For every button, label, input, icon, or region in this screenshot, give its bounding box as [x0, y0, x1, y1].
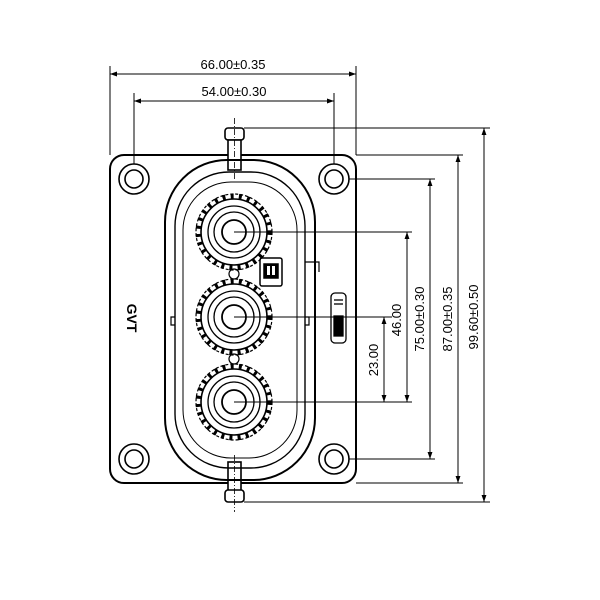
- brand-mark: GVT: [124, 304, 140, 333]
- dim-plate-height: 87.00±0.35: [440, 287, 455, 352]
- bottom-spigot: [224, 455, 245, 512]
- dim-hole-spacing-x: 54.00±0.30: [202, 84, 267, 99]
- dim-pitch-46: 46.00: [389, 304, 404, 337]
- dimension-lines: [110, 71, 487, 502]
- dim-pitch-23: 23.00: [366, 344, 381, 377]
- center-lines: [234, 231, 412, 403]
- mounting-hole-bottom-left: [118, 443, 150, 475]
- dim-overall-height: 99.60±0.50: [466, 285, 481, 350]
- mounting-plate: [109, 154, 357, 484]
- dim-hole-spacing-y: 75.00±0.30: [412, 287, 427, 352]
- extension-lines-vertical: [244, 127, 490, 503]
- dim-overall-width: 66.00±0.35: [201, 57, 266, 72]
- small-connector-block: [259, 257, 283, 287]
- terminal-spacers: [228, 268, 240, 365]
- mounting-hole-top-left: [118, 163, 150, 195]
- connector-housing: [164, 159, 316, 481]
- mounting-hole-bottom-right: [318, 443, 350, 475]
- top-spigot: [224, 118, 245, 180]
- label-plate: [330, 292, 347, 344]
- mounting-hole-top-right: [318, 163, 350, 195]
